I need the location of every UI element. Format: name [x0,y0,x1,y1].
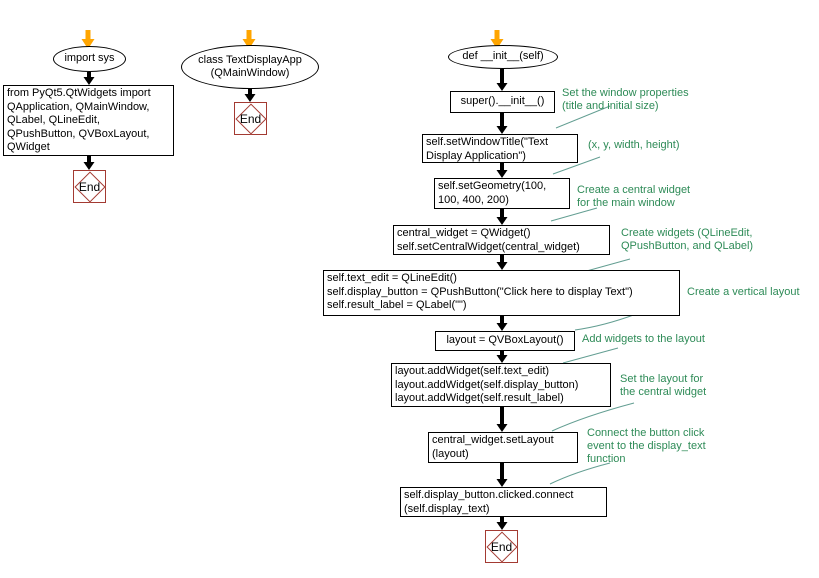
annotation-create-widgets: Create widgets (QLineEdit, QPushButton, … [621,227,754,252]
annotation-add-widgets: Add widgets to the layout [582,333,705,345]
flow-arrow-icon [83,69,508,530]
process-box-set-geometry: self.setGeometry(100, 100, 400, 200) [434,178,570,209]
process-box-super-init: super().__init__() [450,91,555,113]
annotation-window-properties: Set the window properties (title and ini… [562,87,689,112]
process-box-imports: from PyQt5.QtWidgets import QApplication… [3,85,174,156]
annotation-vertical-layout: Create a vertical layout [687,286,800,298]
annotation-connect-click: Connect the button click event to the di… [587,427,706,465]
process-box-central-widget: central_widget = QWidget() self.setCentr… [393,225,610,255]
annotation-geometry-args: (x, y, width, height) [588,139,680,151]
process-box-create-widgets: self.text_edit = QLineEdit() self.displa… [323,270,680,316]
process-box-add-widgets: layout.addWidget(self.text_edit) layout.… [391,363,611,407]
process-box-clicked-connect: self.display_button.clicked.connect (sel… [400,487,607,517]
end-node-imports: End [73,170,106,203]
end-label: End [490,539,513,554]
annotation-set-layout: Set the layout for the central widget [620,373,707,398]
process-box-set-window-title: self.setWindowTitle("Text Display Applic… [422,134,578,163]
end-node-class: End [234,102,267,135]
annotation-central-widget: Create a central widget for the main win… [577,184,691,209]
start-arrow-icon [81,30,504,49]
process-box-vbox-layout: layout = QVBoxLayout() [435,331,575,351]
end-label: End [78,179,101,194]
process-box-set-layout: central_widget.setLayout (layout) [428,432,578,463]
terminator-def-init: def __init__(self) [448,45,558,69]
terminator-import-sys: import sys [53,46,126,72]
end-label: End [239,111,262,126]
terminator-class-declaration: class TextDisplayApp (QMainWindow) [181,45,319,89]
end-node-init: End [485,530,518,563]
